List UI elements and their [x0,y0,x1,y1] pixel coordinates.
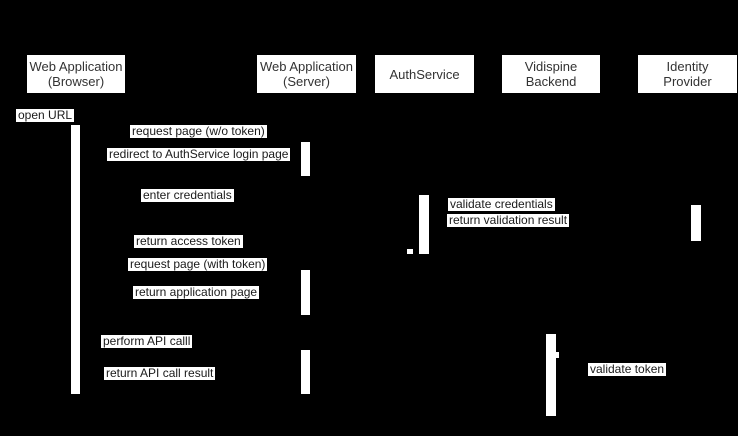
participant-web-app-server: Web Application (Server) [257,55,356,93]
activation-bar-browser [71,125,80,394]
participant-label-line: (Server) [283,74,330,89]
participant-label-line: AuthService [389,66,460,82]
message-redirect-to-authservice-login: redirect to AuthService login page [107,147,291,161]
activation-bar-authservice [419,195,429,254]
activation-bar-identity-provider [691,205,701,241]
participant-authservice: AuthService [375,55,474,93]
message-open-url: open URL [16,108,75,122]
participant-label-line: Web Application [29,59,123,74]
message-return-validation-result: return validation result [447,213,570,227]
message-return-access-token: return access token [134,234,243,248]
activation-bar-vidispine-backend [546,334,556,416]
message-request-page-with-token: request page (with token) [128,257,268,271]
participant-vidispine-backend: Vidispine Backend [502,55,600,93]
message-perform-api-call: perform API calll [101,334,193,348]
message-validate-credentials: validate credentials [448,197,555,211]
activation-bar-server-3 [301,350,310,394]
participant-label-line: Web Application [260,59,353,74]
participant-identity-provider: Identity Provider [638,55,737,93]
activation-bar-server-2 [301,270,310,315]
arrowhead-remnant [407,249,413,254]
participant-label-line: Vidispine [524,59,578,74]
message-return-application-page: return application page [133,285,260,299]
message-return-api-call-result: return API call result [104,366,216,380]
participant-web-app-browser: Web Application (Browser) [27,55,125,93]
participant-label-line: (Browser) [47,74,105,89]
activation-bar-server-1 [301,142,310,176]
message-request-page-wo-token: request page (w/o token) [130,124,267,138]
arrowhead-remnant [555,352,559,358]
participant-label-line: Provider [663,74,712,89]
message-validate-token: validate token [588,362,667,376]
participant-label-line: Identity [666,59,709,74]
message-enter-credentials: enter credentials [141,188,234,202]
participant-label-line: Backend [525,74,577,89]
